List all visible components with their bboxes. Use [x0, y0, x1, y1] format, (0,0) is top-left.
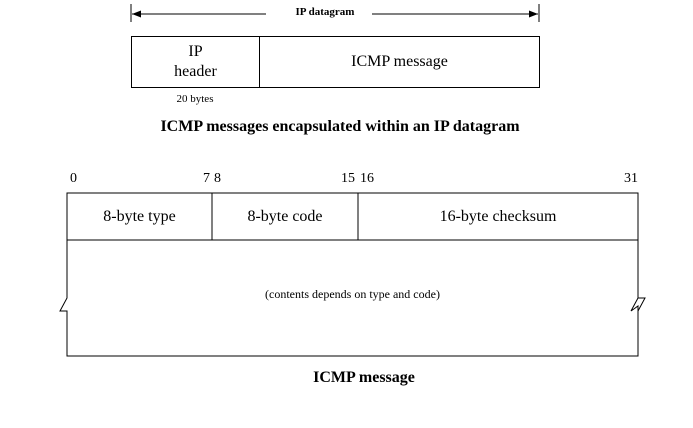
code-field: 8-byte code: [247, 207, 323, 225]
icmp-message-cell: ICMP message: [351, 53, 448, 70]
checksum-field: 16-byte checksum: [439, 207, 557, 225]
icmp-message-caption: ICMP message: [313, 369, 415, 386]
type-field: 8-byte type: [103, 207, 176, 225]
bit-label-15: 15: [341, 171, 355, 186]
bit-label-8: 8: [214, 171, 221, 186]
ip-header-cell: IP header: [132, 37, 260, 87]
contents-note: (contents depends on type and code): [265, 287, 440, 301]
ip-header-label-line1: IP: [188, 43, 203, 60]
bit-label-16: 16: [360, 171, 374, 186]
bit-label-31: 31: [624, 171, 638, 186]
datagram-span-arrow: [130, 4, 540, 22]
ip-datagram-box: IP header ICMP message: [131, 36, 540, 88]
bit-label-7: 7: [203, 171, 210, 186]
ip-header-size-label: 20 bytes: [176, 93, 214, 105]
bit-label-0: 0: [70, 171, 77, 186]
ip-datagram-label: IP datagram: [295, 6, 355, 18]
ip-header-label-line2: header: [174, 63, 217, 80]
encapsulation-caption: ICMP messages encapsulated within an IP …: [160, 118, 520, 135]
